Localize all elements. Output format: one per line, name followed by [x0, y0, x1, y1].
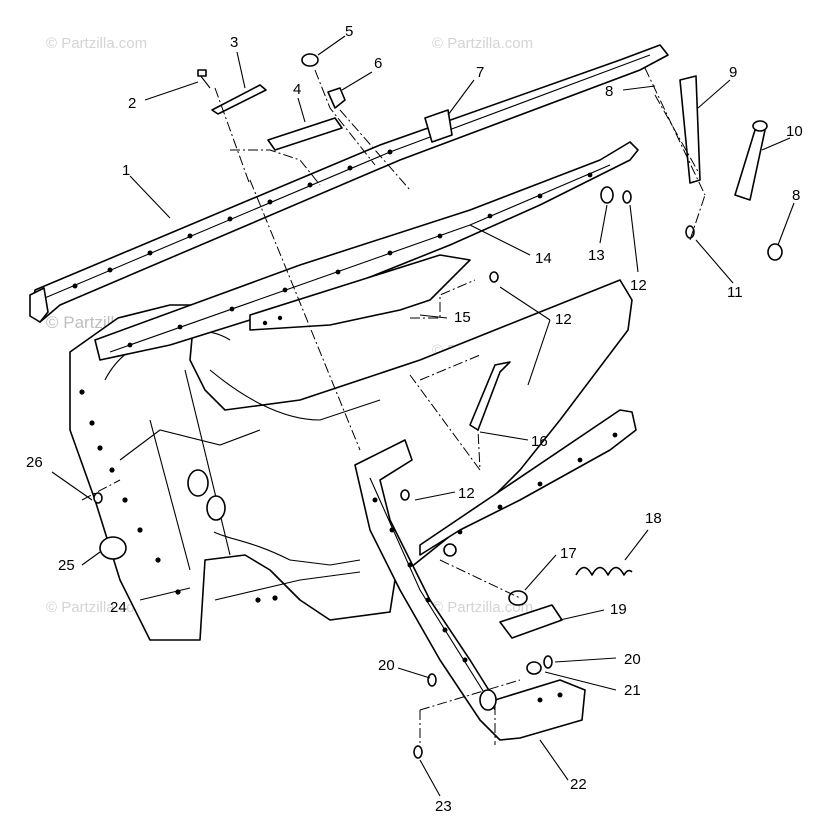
watermark-bottom-right: © Partzilla.com [432, 599, 533, 616]
callout-numbers: 1 2 3 4 5 6 7 8 9 10 8 11 12 13 14 15 12… [26, 23, 803, 815]
assembly-lines [81, 67, 706, 745]
right-side-panel [419, 409, 637, 556]
callout-8-top: 8 [605, 83, 613, 100]
callout-12-low: 12 [458, 485, 475, 502]
hardware [93, 53, 783, 759]
callout-13: 13 [588, 247, 605, 264]
part-22-lower-rail [354, 439, 586, 741]
callout-6: 6 [374, 55, 382, 72]
callout-19: 19 [610, 601, 627, 618]
callout-10: 10 [786, 123, 803, 140]
part-14-side-rail [94, 141, 639, 361]
watermark-top-left: © Partzilla.com [46, 35, 147, 52]
callout-17: 17 [560, 545, 577, 562]
callout-22: 22 [570, 776, 587, 793]
leader-lines [51, 35, 795, 797]
callout-3: 3 [230, 34, 238, 51]
callout-11: 11 [727, 284, 743, 301]
callout-15: 15 [454, 309, 471, 326]
callout-14: 14 [535, 250, 552, 267]
callout-7: 7 [476, 64, 484, 81]
callout-12-top: 12 [630, 277, 647, 294]
callout-16: 16 [531, 433, 548, 450]
callout-25: 25 [58, 557, 75, 574]
callout-26: 26 [26, 454, 43, 471]
callout-12-mid: 12 [555, 311, 572, 328]
callout-4: 4 [293, 81, 301, 98]
callout-8-right: 8 [792, 187, 800, 204]
callout-21: 21 [624, 682, 641, 699]
callout-5: 5 [345, 23, 353, 40]
callout-9: 9 [729, 64, 737, 81]
callout-24: 24 [110, 599, 127, 616]
watermark-top-right: © Partzilla.com [432, 35, 533, 52]
callout-20-left: 20 [378, 657, 395, 674]
callout-1: 1 [122, 162, 130, 179]
callout-23: 23 [435, 798, 452, 815]
watermark-bottom-left: © Partzilla.com [46, 599, 147, 616]
part-1-upper-rail [29, 44, 669, 323]
callout-18: 18 [645, 510, 662, 527]
callout-20-right: 20 [624, 651, 641, 668]
callout-2: 2 [128, 95, 136, 112]
